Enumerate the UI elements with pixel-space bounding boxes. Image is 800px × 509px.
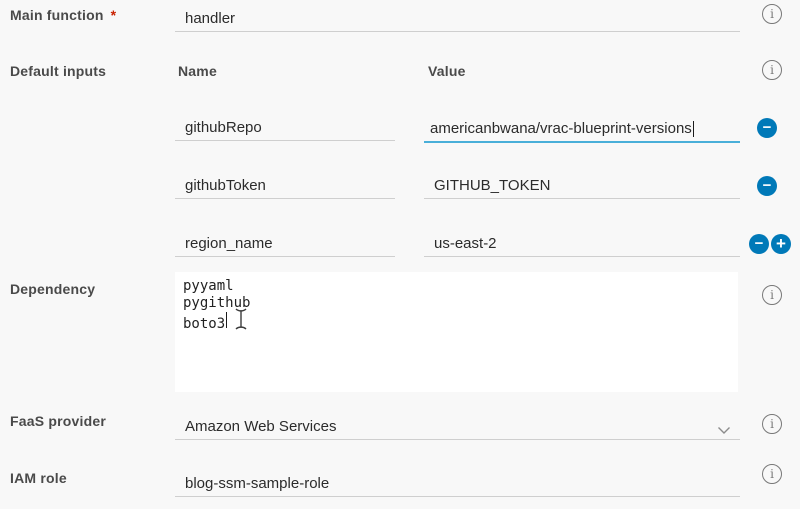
faas-provider-label: FaaS provider [10,413,106,429]
name-column-header: Name [178,63,217,79]
info-icon[interactable]: i [762,464,782,484]
info-icon-glyph: i [770,63,774,77]
text-caret [692,121,694,137]
iam-role-input[interactable]: blog-ssm-sample-role [175,469,740,497]
faas-provider-selected-value: Amazon Web Services [185,418,337,435]
info-icon[interactable]: i [762,4,782,24]
dependency-line: boto3 [183,312,738,333]
input-name-region_name[interactable]: region_name [175,229,395,257]
input-value-githubToken[interactable]: GITHUB_TOKEN [424,171,740,199]
chevron-down-icon [717,422,731,440]
text-caret [226,312,228,328]
remove-input-button[interactable]: − [749,234,769,254]
faas-provider-select[interactable]: Amazon Web Services [175,412,740,440]
input-value-text: americanbwana/vrac-blueprint-versions [430,120,692,137]
info-icon-glyph: i [770,7,774,21]
value-column-header: Value [428,63,466,79]
input-value-text: GITHUB_TOKEN [434,177,551,194]
required-asterisk: * [110,7,117,23]
default-inputs-label: Default inputs [10,63,107,79]
remove-input-button[interactable]: − [757,118,777,138]
dependency-line: pyyaml [183,278,234,294]
main-function-value: handler [185,10,236,27]
info-icon-glyph: i [770,467,774,481]
info-icon-glyph: i [770,288,774,302]
minus-icon: − [762,177,772,194]
info-icon-glyph: i [770,417,774,431]
input-name-value: region_name [185,235,273,252]
input-name-value: githubToken [185,177,266,194]
add-input-button[interactable]: + [771,234,791,254]
dependency-line: pygithub [183,295,251,311]
info-icon[interactable]: i [762,60,782,80]
dependency-label: Dependency [10,281,96,297]
input-name-githubRepo[interactable]: githubRepo [175,113,395,141]
info-icon[interactable]: i [762,285,782,305]
minus-icon: − [754,235,764,252]
info-icon[interactable]: i [762,414,782,434]
dependency-line-text: boto3 [183,316,226,332]
iam-role-value: blog-ssm-sample-role [185,475,330,492]
input-value-region_name[interactable]: us-east-2 [424,229,740,257]
input-name-value: githubRepo [185,119,262,136]
ibeam-cursor [234,307,248,336]
iam-role-label: IAM role [10,470,67,486]
main-function-label-text: Main function [10,7,104,23]
minus-icon: − [762,119,772,136]
input-value-githubRepo[interactable]: americanbwana/vrac-blueprint-versions [424,112,740,143]
main-function-label: Main function * [10,7,116,23]
remove-input-button[interactable]: − [757,176,777,196]
input-value-text: us-east-2 [434,235,497,252]
dependency-textarea[interactable]: pyyaml pygithub boto3 [175,272,738,392]
main-function-input[interactable]: handler [175,5,740,32]
input-name-githubToken[interactable]: githubToken [175,171,395,199]
plus-icon: + [776,234,786,253]
